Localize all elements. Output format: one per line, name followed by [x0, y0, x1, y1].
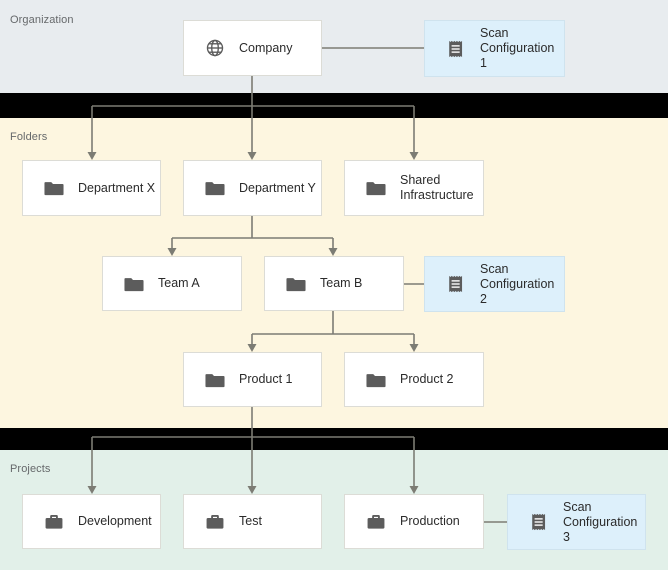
band-label-projects: Projects [10, 463, 51, 475]
node-company[interactable]: Company [183, 20, 322, 76]
band-label-folders: Folders [10, 131, 48, 143]
node-department-y[interactable]: Department Y [183, 160, 322, 216]
briefcase-icon [45, 514, 63, 529]
folder-icon [366, 182, 386, 196]
node-label: Scan Configuration 2 [480, 261, 555, 306]
node-test[interactable]: Test [183, 494, 322, 549]
node-team-a[interactable]: Team A [102, 256, 242, 311]
node-label: Scan Configuration 3 [563, 499, 638, 544]
node-label: Test [239, 514, 262, 528]
node-scan-configuration-3[interactable]: Scan Configuration 3 [507, 494, 646, 550]
node-scan-configuration-1[interactable]: Scan Configuration 1 [424, 20, 565, 77]
globe-icon [206, 39, 224, 57]
node-label: Department Y [239, 180, 316, 195]
folder-icon [44, 182, 64, 196]
folder-icon [205, 182, 225, 196]
folder-icon [366, 373, 386, 387]
node-shared-infrastructure[interactable]: Shared Infrastructure [344, 160, 484, 216]
band-separator-top [0, 93, 668, 118]
scan-receipt-icon [449, 275, 463, 293]
node-product-1[interactable]: Product 1 [183, 352, 322, 407]
node-label: Department X [78, 180, 156, 195]
folder-icon [124, 277, 144, 291]
folder-icon [205, 373, 225, 387]
node-scan-configuration-2[interactable]: Scan Configuration 2 [424, 256, 565, 312]
node-production[interactable]: Production [344, 494, 484, 549]
briefcase-icon [206, 514, 224, 529]
node-label: Product 1 [239, 372, 293, 386]
node-label: Scan Configuration 1 [480, 26, 555, 70]
band-separator-bottom [0, 428, 668, 450]
band-label-organization: Organization [10, 14, 74, 26]
scan-receipt-icon [532, 513, 546, 531]
scan-receipt-icon [449, 40, 463, 57]
band-organization [0, 0, 668, 93]
node-label: Shared Infrastructure [400, 173, 474, 202]
node-label: Production [400, 514, 460, 528]
node-label: Team B [320, 276, 363, 290]
node-team-b[interactable]: Team B [264, 256, 404, 311]
folder-icon [286, 277, 306, 291]
node-development[interactable]: Development [22, 494, 161, 549]
node-department-x[interactable]: Department X [22, 160, 161, 216]
node-label: Company [239, 40, 293, 55]
node-label: Development [78, 514, 152, 528]
node-label: Team A [158, 276, 200, 290]
node-product-2[interactable]: Product 2 [344, 352, 484, 407]
node-label: Product 2 [400, 372, 454, 386]
briefcase-icon [367, 514, 385, 529]
